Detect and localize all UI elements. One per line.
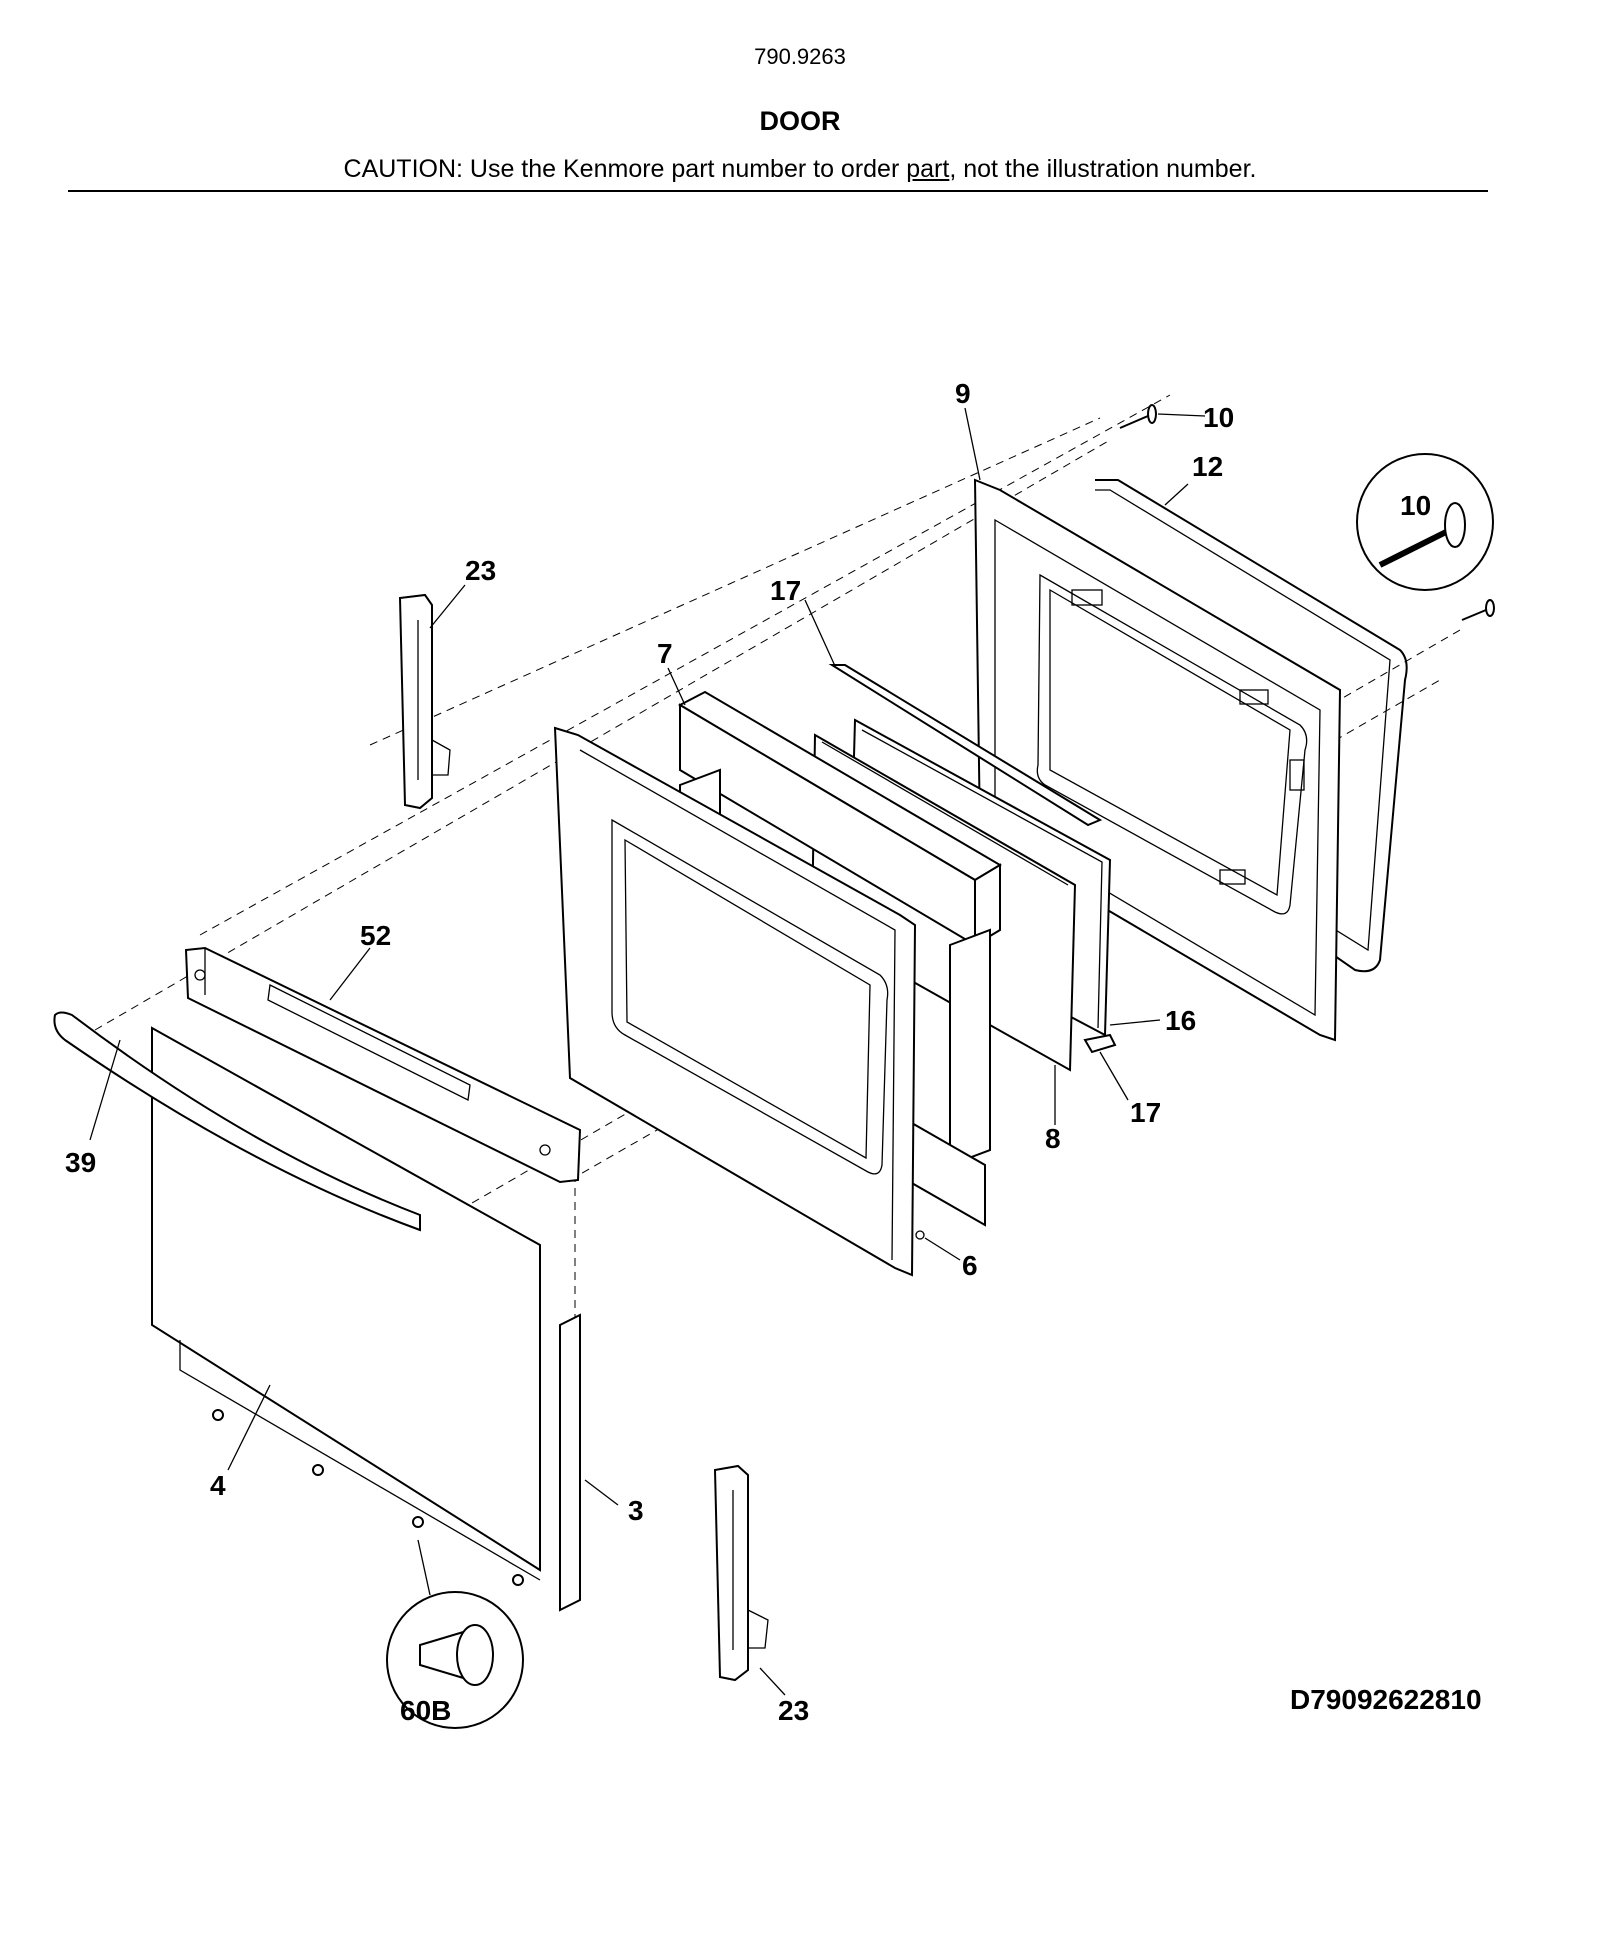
callout-7: 7	[657, 638, 673, 669]
caution-part-link[interactable]: part	[906, 155, 950, 183]
caution-note: CAUTION: Use the Kenmore part number to …	[0, 155, 1600, 184]
callout-17-top: 17	[770, 575, 801, 606]
caution-suffix: , not the illustration number.	[949, 155, 1257, 183]
callout-8: 8	[1045, 1123, 1061, 1154]
callout-39: 39	[65, 1147, 96, 1178]
callout-4: 4	[210, 1470, 226, 1501]
part-60b-screws[interactable]	[212, 1409, 524, 1586]
callout-12: 12	[1192, 451, 1223, 482]
part-23-hinge-bottom[interactable]	[713, 1464, 769, 1682]
part-3-side-trim[interactable]	[559, 1313, 581, 1612]
callout-3: 3	[628, 1495, 644, 1526]
callout-6: 6	[962, 1250, 978, 1281]
part-52-vent-trim[interactable]	[184, 946, 582, 1184]
model-number: 790.9263	[754, 44, 846, 69]
callout-9: 9	[955, 378, 971, 409]
part-17-bottom-strip[interactable]	[1083, 1033, 1117, 1054]
part-23-hinge-top[interactable]	[398, 593, 451, 810]
part-10-screw[interactable]	[1119, 404, 1495, 621]
leader-lines	[89, 407, 1206, 1696]
detail-circle-10	[1356, 453, 1494, 591]
part-4-outer-panel[interactable]	[151, 1026, 541, 1581]
diagram-code: D79092622810	[1290, 1684, 1482, 1715]
callout-60b: 60B	[400, 1695, 451, 1726]
part-39-handle[interactable]	[53, 1011, 421, 1232]
callout-16: 16	[1165, 1005, 1196, 1036]
callout-23-bottom: 23	[778, 1695, 809, 1726]
callout-10: 10	[1203, 402, 1234, 433]
page-title: DOOR	[759, 106, 841, 136]
callout-52: 52	[360, 920, 391, 951]
caution-prefix: CAUTION: Use the Kenmore part number to …	[343, 155, 907, 183]
callout-23-top: 23	[465, 555, 496, 586]
callout-17-bottom: 17	[1130, 1097, 1161, 1128]
callout-10-detail: 10	[1400, 490, 1431, 521]
detail-circle-60b	[386, 1591, 524, 1729]
part-6-door-frame[interactable]	[553, 726, 925, 1277]
part-17-top-strip[interactable]	[828, 664, 1103, 827]
header-rule	[68, 190, 1488, 192]
